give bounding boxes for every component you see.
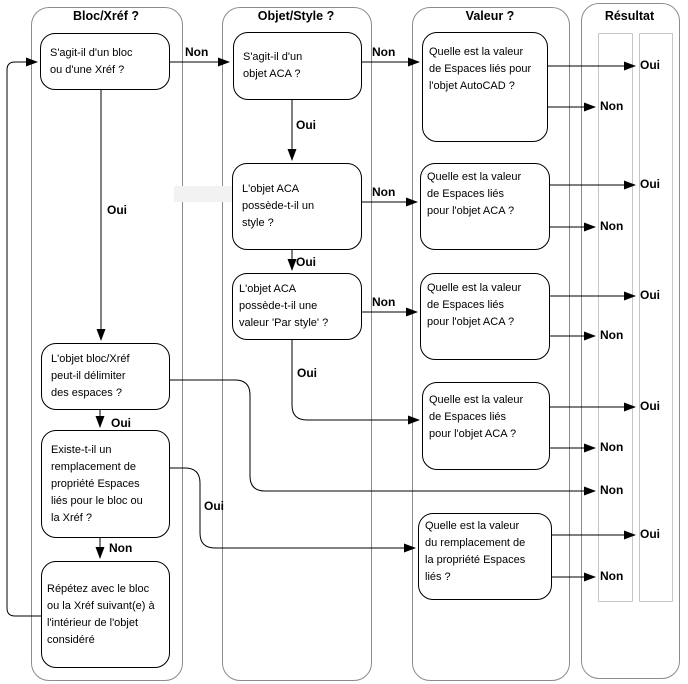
node-valeur-par-style: L'objet ACA possède-t-il une valeur 'Par…	[232, 273, 362, 340]
result-non-1: Non	[600, 99, 624, 113]
result-oui-2: Oui	[640, 177, 660, 191]
edge-label-non-b1-c1: Non	[372, 45, 396, 59]
result-non-4: Non	[600, 440, 624, 454]
result-non-5: Non	[600, 569, 624, 583]
column-title-resultat: Résultat	[604, 9, 655, 23]
edge-label-oui-a3-c5: Oui	[204, 499, 224, 513]
node-valeur-objet-aca-2: Quelle est la valeur de Espaces liés pou…	[420, 273, 550, 360]
result-oui-4: Oui	[640, 399, 660, 413]
result-lane-oui	[639, 33, 673, 602]
result-non-direct: Non	[600, 483, 624, 497]
node-style-aca: L'objet ACA possède-t-il un style ?	[232, 163, 362, 250]
column-title-valeur: Valeur ?	[465, 9, 515, 23]
column-objet-style	[222, 7, 372, 681]
node-delimiter-espaces: L'objet bloc/Xréf peut-il délimiter des …	[41, 343, 170, 410]
result-lane-non	[598, 33, 633, 602]
result-non-3: Non	[600, 328, 624, 342]
result-oui-1: Oui	[640, 58, 660, 72]
edge-label-non-b3-c3: Non	[372, 295, 396, 309]
result-non-2: Non	[600, 219, 624, 233]
column-title-objet-style: Objet/Style ?	[257, 9, 335, 23]
edge-label-oui-b1-b2: Oui	[296, 118, 316, 132]
node-valeur-objet-aca-1: Quelle est la valeur de Espaces liés pou…	[420, 163, 550, 250]
result-oui-5: Oui	[640, 527, 660, 541]
node-valeur-objet-aca-3: Quelle est la valeur de Espaces liés pou…	[422, 382, 550, 470]
column-title-bloc-xref: Bloc/Xréf ?	[73, 9, 139, 23]
node-repetez-bloc-suivant: Répétez avec le bloc ou la Xréf suivant(…	[41, 561, 170, 668]
result-oui-3: Oui	[640, 288, 660, 302]
node-valeur-remplacement: Quelle est la valeur du remplacement de …	[418, 513, 552, 600]
edge-label-oui-a2-a3: Oui	[111, 416, 131, 430]
edge-label-oui-a1-a2: Oui	[107, 203, 127, 217]
node-bloc-ou-xref: S'agit-il d'un bloc ou d'une Xréf ?	[40, 33, 170, 90]
edge-label-non-a1-b1: Non	[185, 45, 209, 59]
background-smudge	[174, 186, 232, 202]
edge-label-oui-b2-b3: Oui	[296, 255, 316, 269]
node-remplacement-espaces-lies: Existe-t-il un remplacement de propriété…	[41, 430, 170, 538]
edge-label-non-b2-c2: Non	[372, 185, 396, 199]
node-objet-aca: S'agit-il d'un objet ACA ?	[233, 32, 362, 100]
edge-label-oui-b3-c4: Oui	[297, 366, 317, 380]
node-valeur-objet-autocad: Quelle est la valeur de Espaces liés pou…	[422, 32, 548, 142]
column-resultat	[581, 3, 680, 679]
edge-label-non-a3-a4: Non	[109, 541, 133, 555]
